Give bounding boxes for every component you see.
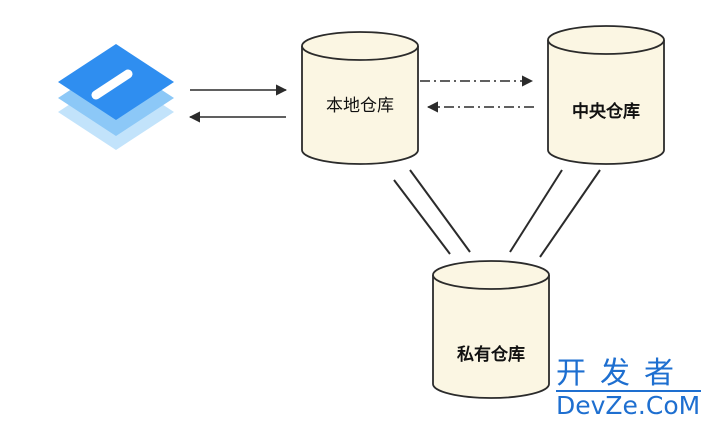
central-private-connector: [509, 169, 601, 258]
layers-icon: [58, 44, 174, 150]
local-private-connector: [393, 169, 471, 255]
local-repo-label: 本地仓库: [326, 96, 394, 116]
watermark-en: DevZe.CoM: [556, 391, 701, 420]
private-repo-label: 私有仓库: [457, 344, 525, 365]
central-repo-label: 中央仓库: [572, 101, 640, 122]
private-repo-cylinder: 私有仓库: [432, 260, 550, 399]
central-repo-cylinder: 中央仓库: [547, 25, 665, 165]
watermark-cn: 开发者: [556, 356, 688, 391]
watermark-divider: [556, 390, 701, 392]
local-repo-cylinder: 本地仓库: [301, 31, 419, 165]
